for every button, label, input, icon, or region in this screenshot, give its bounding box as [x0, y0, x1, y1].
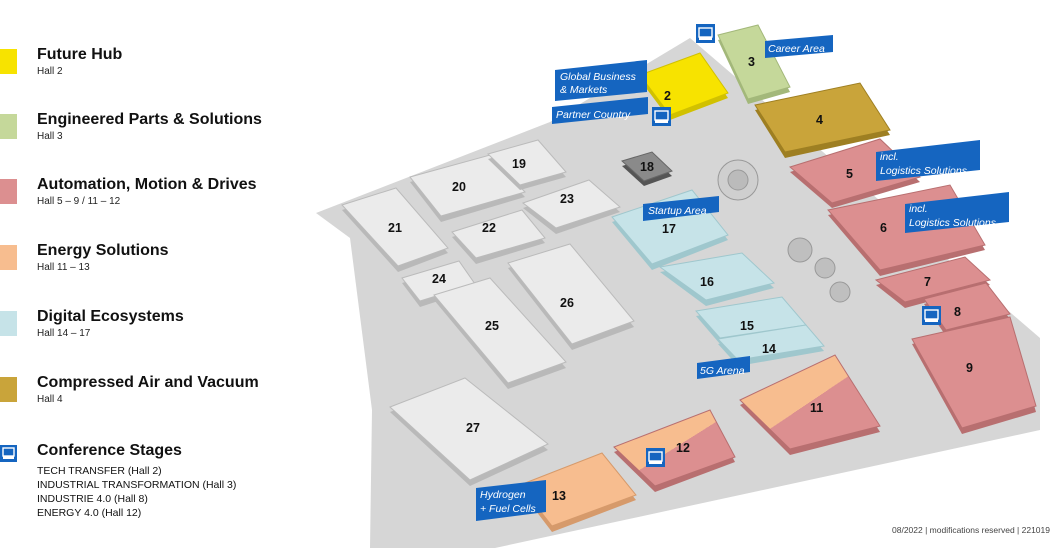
5g-arena-tag[interactable]: 5G Arena: [697, 356, 750, 379]
legend-title: Automation, Motion & Drives: [37, 176, 257, 193]
legend-title: Future Hub: [37, 46, 123, 63]
hall-27[interactable]: [389, 377, 549, 486]
svg-text:incl.: incl.: [880, 151, 899, 163]
hall-18[interactable]: [621, 151, 673, 186]
footer-note: 08/2022 | modifications reserved | 22101…: [892, 525, 1050, 535]
conference-stage-item: INDUSTRIAL TRANSFORMATION (Hall 3): [37, 479, 237, 491]
hall-label-19: 19: [512, 157, 526, 171]
hall-9[interactable]: [911, 316, 1037, 434]
hall-label-26: 26: [560, 296, 574, 310]
svg-text:Logistics Solutions: Logistics Solutions: [880, 165, 968, 177]
hall-25[interactable]: [433, 277, 567, 389]
legend-subtitle: Hall 14 – 17: [37, 328, 91, 339]
hall-label-14: 14: [762, 342, 776, 356]
hall-11[interactable]: [739, 354, 881, 455]
hall-label-8: 8: [954, 305, 961, 319]
svg-text:Hydrogen: Hydrogen: [480, 489, 526, 501]
svg-text:Logistics Solutions: Logistics Solutions: [909, 217, 997, 229]
stage-icon[interactable]: [646, 448, 665, 467]
hall-label-16: 16: [700, 275, 714, 289]
hall-4[interactable]: [754, 82, 891, 158]
svg-text:Startup Area: Startup Area: [648, 205, 707, 217]
svg-text:incl.: incl.: [909, 203, 928, 215]
svg-text:Partner Country: Partner Country: [556, 109, 631, 121]
hall-2[interactable]: [639, 52, 729, 120]
hall-23[interactable]: [521, 179, 621, 234]
startup-area-tag[interactable]: Startup Area: [643, 196, 719, 221]
hydrogen-tag[interactable]: Hydrogen + Fuel Cells: [476, 480, 546, 521]
hall-19[interactable]: [487, 139, 567, 190]
rotunda-building: [717, 159, 851, 303]
legend-title: Energy Solutions: [37, 242, 169, 259]
hall-12[interactable]: [613, 409, 736, 492]
hall-label-11: 11: [810, 401, 823, 415]
partner-country-tag[interactable]: Partner Country: [552, 97, 648, 124]
stage-icon[interactable]: [652, 107, 671, 126]
hall-26[interactable]: [507, 243, 635, 350]
hall-label-9: 9: [966, 361, 973, 375]
conference-stage-list: TECH TRANSFER (Hall 2) INDUSTRIAL TRANSFO…: [37, 464, 236, 520]
hall-label-4: 4: [816, 113, 823, 127]
svg-text:+ Fuel Cells: + Fuel Cells: [480, 503, 536, 515]
hall-label-13: 13: [552, 489, 566, 503]
hall-label-22: 22: [482, 221, 496, 235]
hall-label-3: 3: [748, 55, 755, 69]
hall-7[interactable]: [874, 256, 992, 308]
hall-label-12: 12: [676, 441, 690, 455]
hall-label-5: 5: [846, 167, 853, 181]
hall-label-2: 2: [664, 89, 671, 103]
hall-label-18: 18: [640, 160, 654, 174]
hall-label-6: 6: [880, 221, 887, 235]
hall-label-21: 21: [388, 221, 402, 235]
global-business-tag[interactable]: Global Business & Markets: [555, 60, 647, 101]
logistics-6-tag[interactable]: incl. Logistics Solutions: [905, 192, 1009, 233]
hall-20[interactable]: [409, 154, 526, 222]
legend-subtitle: Hall 11 – 13: [37, 262, 90, 273]
legend-swatch: [0, 311, 17, 336]
legend-swatch: [0, 49, 17, 74]
legend-title: Digital Ecosystems: [37, 308, 184, 325]
hall-22[interactable]: [451, 209, 546, 264]
legend-swatch: [0, 377, 17, 402]
hall-3[interactable]: [717, 24, 791, 104]
fairground-map: 2 3 4 5 6 7 8 9 11 12 13 14 15 16 17 18 …: [316, 24, 1040, 548]
stage-icon: [0, 445, 17, 462]
legend-title: Engineered Parts & Solutions: [37, 111, 262, 128]
hall-label-15: 15: [740, 319, 754, 333]
hall-label-25: 25: [485, 319, 499, 333]
stage-icon[interactable]: [696, 24, 715, 43]
hall-label-20: 20: [452, 180, 466, 194]
stage-icon[interactable]: [922, 306, 941, 325]
hall-label-27: 27: [466, 421, 480, 435]
hall-16[interactable]: [658, 252, 776, 306]
legend-title: Compressed Air and Vacuum: [37, 374, 259, 391]
legend-subtitle: Hall 2: [37, 66, 63, 77]
logistics-5-tag[interactable]: incl. Logistics Solutions: [876, 140, 980, 181]
legend-swatch: [0, 245, 17, 270]
career-area-tag[interactable]: Career Area: [765, 35, 833, 58]
conference-stage-item: TECH TRANSFER (Hall 2): [37, 465, 162, 477]
hall-label-23: 23: [560, 192, 574, 206]
legend-swatch: [0, 114, 17, 139]
svg-text:Global Business: Global Business: [560, 71, 637, 83]
conference-stage-item: ENERGY 4.0 (Hall 12): [37, 507, 142, 519]
conference-stage-item: INDUSTRIE 4.0 (Hall 8): [37, 493, 148, 505]
svg-text:& Markets: & Markets: [560, 84, 608, 96]
svg-text:Career Area: Career Area: [768, 43, 825, 55]
svg-text:5G Arena: 5G Arena: [700, 365, 745, 377]
hall-label-7: 7: [924, 275, 931, 289]
legend-subtitle: Hall 3: [37, 131, 63, 142]
hall-21[interactable]: [341, 187, 449, 272]
legend-subtitle: Hall 5 – 9 / 11 – 12: [37, 196, 121, 207]
legend-title: Conference Stages: [37, 442, 182, 459]
legend-swatch: [0, 179, 17, 204]
legend-subtitle: Hall 4: [37, 394, 63, 405]
hall-label-17: 17: [662, 222, 676, 236]
hall-label-24: 24: [432, 272, 446, 286]
